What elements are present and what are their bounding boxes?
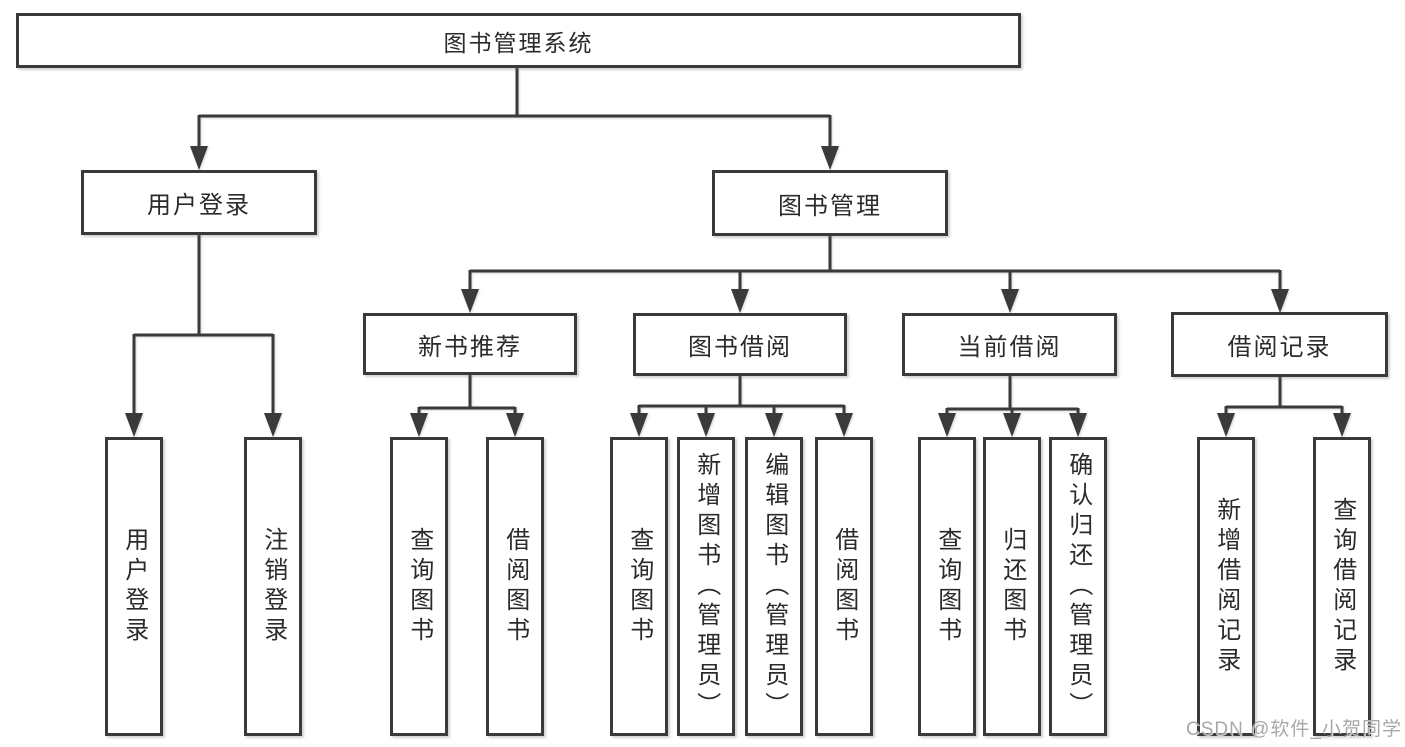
leaf-borrow-query-books-label: 查询图书 xyxy=(625,526,653,647)
leaf-borrow-add-books: 新增图书（管理员） xyxy=(677,437,735,736)
leaf-current-confirm-return-label: 确认归还（管理员） xyxy=(1064,451,1092,722)
csdn-watermark: CSDN @软件_小贺同学 xyxy=(1186,719,1402,740)
leaf-current-query-books-label: 查询图书 xyxy=(933,526,961,647)
node-book-borrow: 图书借阅 xyxy=(633,313,847,376)
leaf-borrow-query-books: 查询图书 xyxy=(610,437,668,736)
leaf-current-return-books-label: 归还图书 xyxy=(998,526,1026,647)
arrowheads xyxy=(125,146,1351,437)
node-root-label: 图书管理系统 xyxy=(443,29,594,56)
node-new-book-recommend-label: 新书推荐 xyxy=(418,333,522,361)
leaf-borrow-do-borrow: 借阅图书 xyxy=(815,437,873,736)
node-borrow-records: 借阅记录 xyxy=(1171,312,1388,377)
leaf-recommend-borrow-books: 借阅图书 xyxy=(486,437,544,736)
leaf-user-login: 用户登录 xyxy=(105,437,163,736)
leaf-records-add-record: 新增借阅记录 xyxy=(1197,437,1255,736)
node-user-login-label: 用户登录 xyxy=(147,192,251,219)
leaf-current-return-books: 归还图书 xyxy=(983,437,1041,736)
leaf-user-login-label: 用户登录 xyxy=(120,526,148,647)
node-current-borrow-label: 当前借阅 xyxy=(957,334,1062,361)
leaf-borrow-edit-books-label: 编辑图书（管理员） xyxy=(760,451,788,722)
node-book-management-label: 图书管理 xyxy=(778,192,882,220)
node-new-book-recommend: 新书推荐 xyxy=(363,313,577,375)
leaf-current-query-books: 查询图书 xyxy=(918,437,976,736)
leaf-logout: 注销登录 xyxy=(244,437,302,736)
leaf-records-query-record-label: 查询借阅记录 xyxy=(1328,496,1356,677)
node-borrow-records-label: 借阅记录 xyxy=(1227,334,1332,361)
leaf-borrow-add-books-label: 新增图书（管理员） xyxy=(692,451,720,722)
leaf-recommend-borrow-books-label: 借阅图书 xyxy=(501,526,529,647)
leaf-logout-label: 注销登录 xyxy=(259,526,287,647)
leaf-recommend-query-books-label: 查询图书 xyxy=(405,526,433,647)
node-book-management: 图书管理 xyxy=(712,170,948,236)
node-root: 图书管理系统 xyxy=(16,13,1021,68)
leaf-current-confirm-return: 确认归还（管理员） xyxy=(1049,437,1107,736)
node-current-borrow: 当前借阅 xyxy=(902,313,1117,376)
node-user-login: 用户登录 xyxy=(81,170,317,235)
leaf-borrow-do-borrow-label: 借阅图书 xyxy=(830,526,858,647)
leaf-recommend-query-books: 查询图书 xyxy=(390,437,448,736)
leaf-records-query-record: 查询借阅记录 xyxy=(1313,437,1371,736)
node-book-borrow-label: 图书借阅 xyxy=(688,334,792,361)
leaf-records-add-record-label: 新增借阅记录 xyxy=(1212,496,1240,677)
leaf-borrow-edit-books: 编辑图书（管理员） xyxy=(745,437,803,736)
